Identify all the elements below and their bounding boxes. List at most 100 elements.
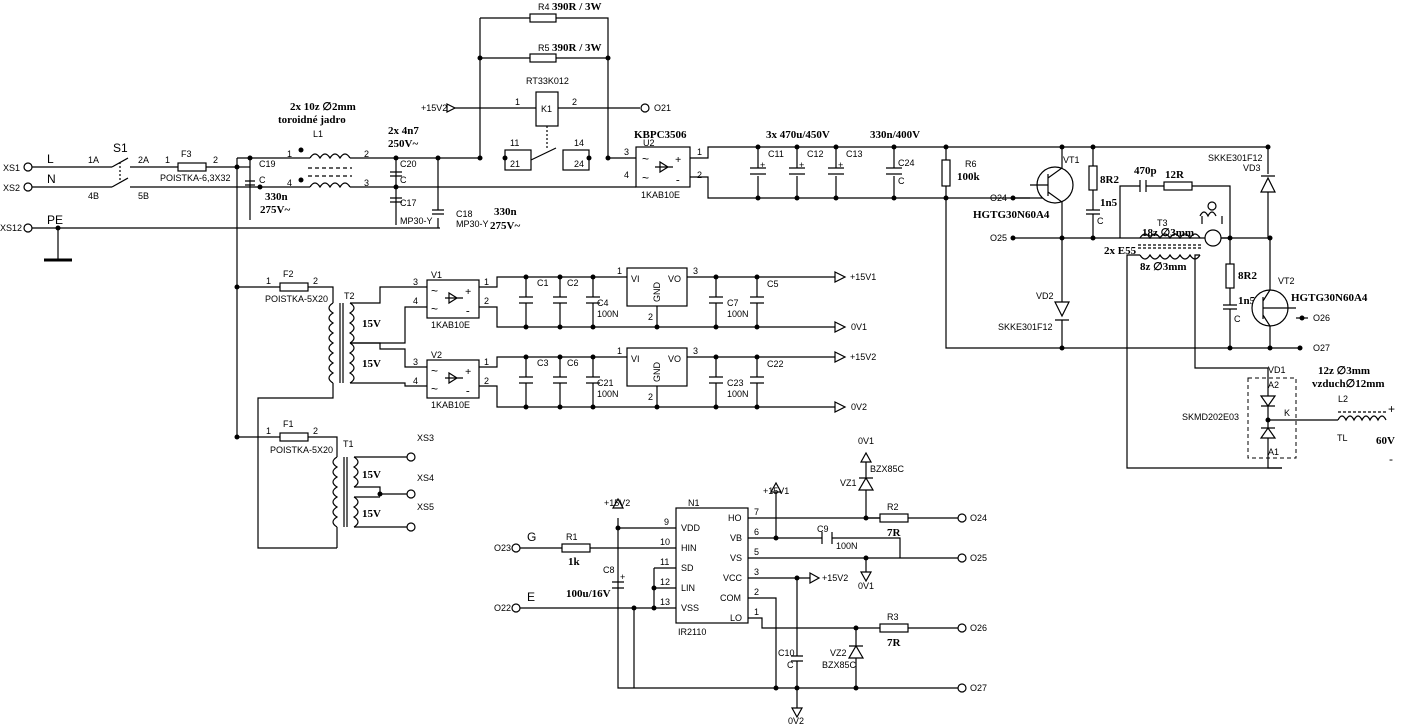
cap-c19-type: C xyxy=(259,175,266,185)
v1-pin3: 3 xyxy=(413,277,418,287)
bulk-caps-label: 3x 470u/450V xyxy=(766,129,830,141)
o27-out-label: O27 xyxy=(970,683,987,693)
r1-label: R1 xyxy=(566,532,578,542)
c5-label: C5 xyxy=(767,279,779,289)
relay-k1-type: RT33K012 xyxy=(526,76,569,86)
cap-c17-type: MP30-Y xyxy=(400,216,433,226)
v1-pin1: 1 xyxy=(484,277,489,287)
t3-primary: 18z ∅3mm xyxy=(1142,227,1194,239)
l1-pin1: 1 xyxy=(287,149,292,159)
r5-value: 390R / 3W xyxy=(552,42,602,54)
contact-pin11: 11 xyxy=(510,138,519,148)
reg1-pin2: 2 xyxy=(648,312,653,322)
fuse-f1-label: F1 xyxy=(283,419,294,429)
bridge-v2 xyxy=(426,359,480,399)
vd2-label: VD2 xyxy=(1036,291,1054,301)
choke-l1-desc: 2x 10z ∅2mm xyxy=(290,101,356,113)
driver-vcc-supply: +15V2 xyxy=(822,573,848,583)
vz1-0v1: 0V1 xyxy=(858,436,874,446)
c10-label: C10 xyxy=(778,648,795,658)
r6-label: R6 xyxy=(965,159,977,169)
c9-label: C9 xyxy=(817,524,829,534)
terminal-o21 xyxy=(640,103,650,113)
power-stage: VT1 HGTG30N60A4 O24 8R2 1n5 C O25 VD2 SK… xyxy=(973,144,1395,469)
r4-label: R4 xyxy=(538,2,550,12)
snub2-c: 1n5 xyxy=(1238,295,1256,307)
pin-vs: VS xyxy=(730,553,742,563)
fuse-f2-label: F2 xyxy=(283,269,294,279)
cap-c20-type: C xyxy=(400,175,407,185)
u2-pin4: 4 xyxy=(624,170,629,180)
v2-pin4: 4 xyxy=(413,376,418,386)
terminal-xs2 xyxy=(23,182,33,192)
c470p-label: 470p xyxy=(1134,165,1157,177)
switch-s1-label: S1 xyxy=(113,141,128,155)
l2-label: L2 xyxy=(1338,394,1348,404)
emi-filter: C19 C 330n 275V~ 1 4 2 3 L1 2x 10z ∅2mm … xyxy=(234,101,630,437)
l1-pin2: 2 xyxy=(364,149,369,159)
reg1-gnd: GND xyxy=(652,282,662,303)
driver-vdd-supply: +15V2 xyxy=(604,498,630,508)
cap-c18-type: MP30-Y xyxy=(456,219,489,229)
fuse-f3-label: F3 xyxy=(181,149,192,159)
driver-vs-0v1: 0V1 xyxy=(858,581,874,591)
c24-type: C xyxy=(898,176,905,186)
reg2-pin3: 3 xyxy=(693,346,698,356)
v2-plus: + xyxy=(465,366,471,378)
pin-3: 3 xyxy=(754,567,759,577)
bridge-part: KBPC3506 xyxy=(634,129,687,141)
relay-k1-label: K1 xyxy=(541,104,552,114)
t1-sec1-voltage: 15V xyxy=(362,469,381,481)
t3-label: T3 xyxy=(1157,218,1168,228)
pin-vb: VB xyxy=(730,533,742,543)
reg1-pin3: 3 xyxy=(693,266,698,276)
bulk-capacitors xyxy=(750,147,902,198)
pin-com: COM xyxy=(720,593,741,603)
cap-c20-value: 2x 4n7 xyxy=(388,125,419,137)
rail-0v1: 0V1 xyxy=(851,322,867,332)
soft-start-relay: R4 390R / 3W R5 390R / 3W RT33K012 K1 +1… xyxy=(421,1,671,171)
v2-minus: - xyxy=(466,385,470,397)
pin-13: 13 xyxy=(660,597,670,607)
t2-label: T2 xyxy=(344,291,355,301)
driver-com-0v2: 0V2 xyxy=(788,716,804,726)
v1-type: 1KAB10E xyxy=(431,320,470,330)
t3-secondary: 8z ∅3mm xyxy=(1140,261,1187,273)
t2-sec2-voltage: 15V xyxy=(362,358,381,370)
v1-minus: - xyxy=(466,305,470,317)
r1-value: 1k xyxy=(568,556,581,568)
fuse-f2-type: POISTKA-5X20 xyxy=(265,294,328,304)
output-plus: + xyxy=(1388,402,1395,416)
c4-label: C4 xyxy=(597,298,609,308)
resistor-r3 xyxy=(879,623,909,633)
fuse-f1-type: POISTKA-5X20 xyxy=(270,445,333,455)
terminal-xs1 xyxy=(23,162,33,172)
cap-c19-value: 330n xyxy=(265,191,288,203)
label-pe: PE xyxy=(47,213,63,227)
regulator-2 xyxy=(626,347,688,387)
cap-c18-value: 330n xyxy=(494,206,517,218)
c11-plus: + xyxy=(760,160,765,170)
reg2-vo: VO xyxy=(668,354,681,364)
snub1-r: 8R2 xyxy=(1100,174,1119,186)
c21-label: C21 xyxy=(597,378,614,388)
bridge-u2-label: U2 xyxy=(643,138,655,148)
snub1-c: 1n5 xyxy=(1100,197,1118,209)
r12-label: 12R xyxy=(1165,169,1185,181)
fuse-f3-type: POISTKA-6,3X32 xyxy=(160,173,231,183)
tl-label: TL xyxy=(1337,433,1348,443)
pin-10: 10 xyxy=(660,537,670,547)
v2-type: 1KAB10E xyxy=(431,400,470,410)
contact-pin24: 24 xyxy=(574,159,584,169)
switch-pin-5b: 5B xyxy=(138,191,149,201)
c13-label: C13 xyxy=(846,149,863,159)
c24-value: 330n/400V xyxy=(870,129,920,141)
aux2-caps xyxy=(519,357,600,407)
label-xs12: XS12 xyxy=(0,223,22,233)
r3-label: R3 xyxy=(887,612,899,622)
label-xs1: XS1 xyxy=(3,163,20,173)
cap-c20-voltage: 250V~ xyxy=(388,138,418,150)
terminal-o23 xyxy=(511,543,521,553)
pin-sd: SD xyxy=(681,563,694,573)
c2-label: C2 xyxy=(567,278,579,288)
